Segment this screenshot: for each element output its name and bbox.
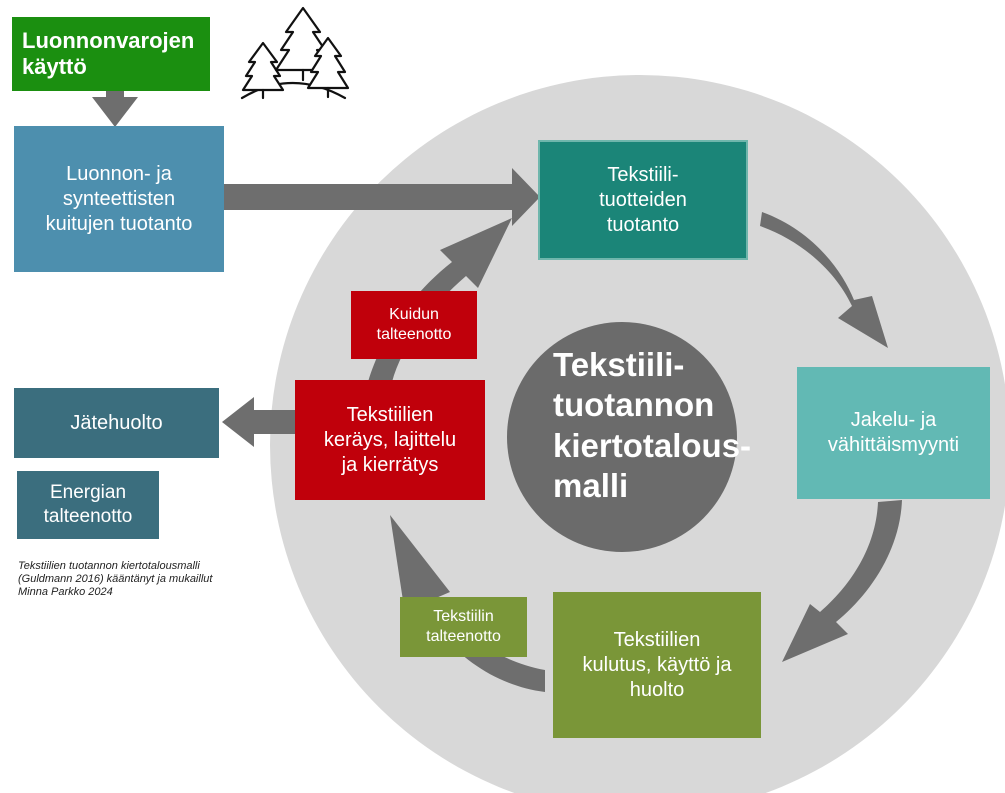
arrow-fibers-to-production: [222, 168, 540, 226]
forest-icon: [240, 6, 350, 100]
consumption-use-box: Tekstiilien kulutus, käyttö ja huolto: [553, 592, 761, 738]
arrow-collection-to-waste: [222, 397, 296, 447]
collection-sorting-box: Tekstiilien keräys, lajittelu ja kierrät…: [295, 380, 485, 500]
energy-recovery-box: Energian talteenotto: [17, 471, 159, 539]
center-title: Tekstiili- tuotannon kiertotalous- malli: [553, 346, 752, 504]
natural-resource-use-box: Luonnonvarojen käyttö: [12, 17, 210, 91]
waste-management-box: Jätehuolto: [14, 388, 219, 458]
distribution-retail-box: Jakelu- ja vähittäismyynti: [797, 367, 990, 499]
arrow-distribution-to-consumption: [782, 500, 902, 662]
textile-production-box: Tekstiili- tuotteiden tuotanto: [538, 140, 748, 260]
arrow-production-to-distribution: [760, 212, 888, 348]
textile-recovery-box: Tekstiilin talteenotto: [400, 597, 527, 657]
arrow-source-to-fibers: [92, 85, 138, 127]
fiber-production-box: Luonnon- ja synteettisten kuitujen tuota…: [14, 126, 224, 272]
inner-circle: [507, 322, 737, 552]
fiber-recovery-box: Kuidun talteenotto: [351, 291, 477, 359]
source-caption: Tekstiilien tuotannon kiertotalousmalli …: [18, 560, 213, 599]
